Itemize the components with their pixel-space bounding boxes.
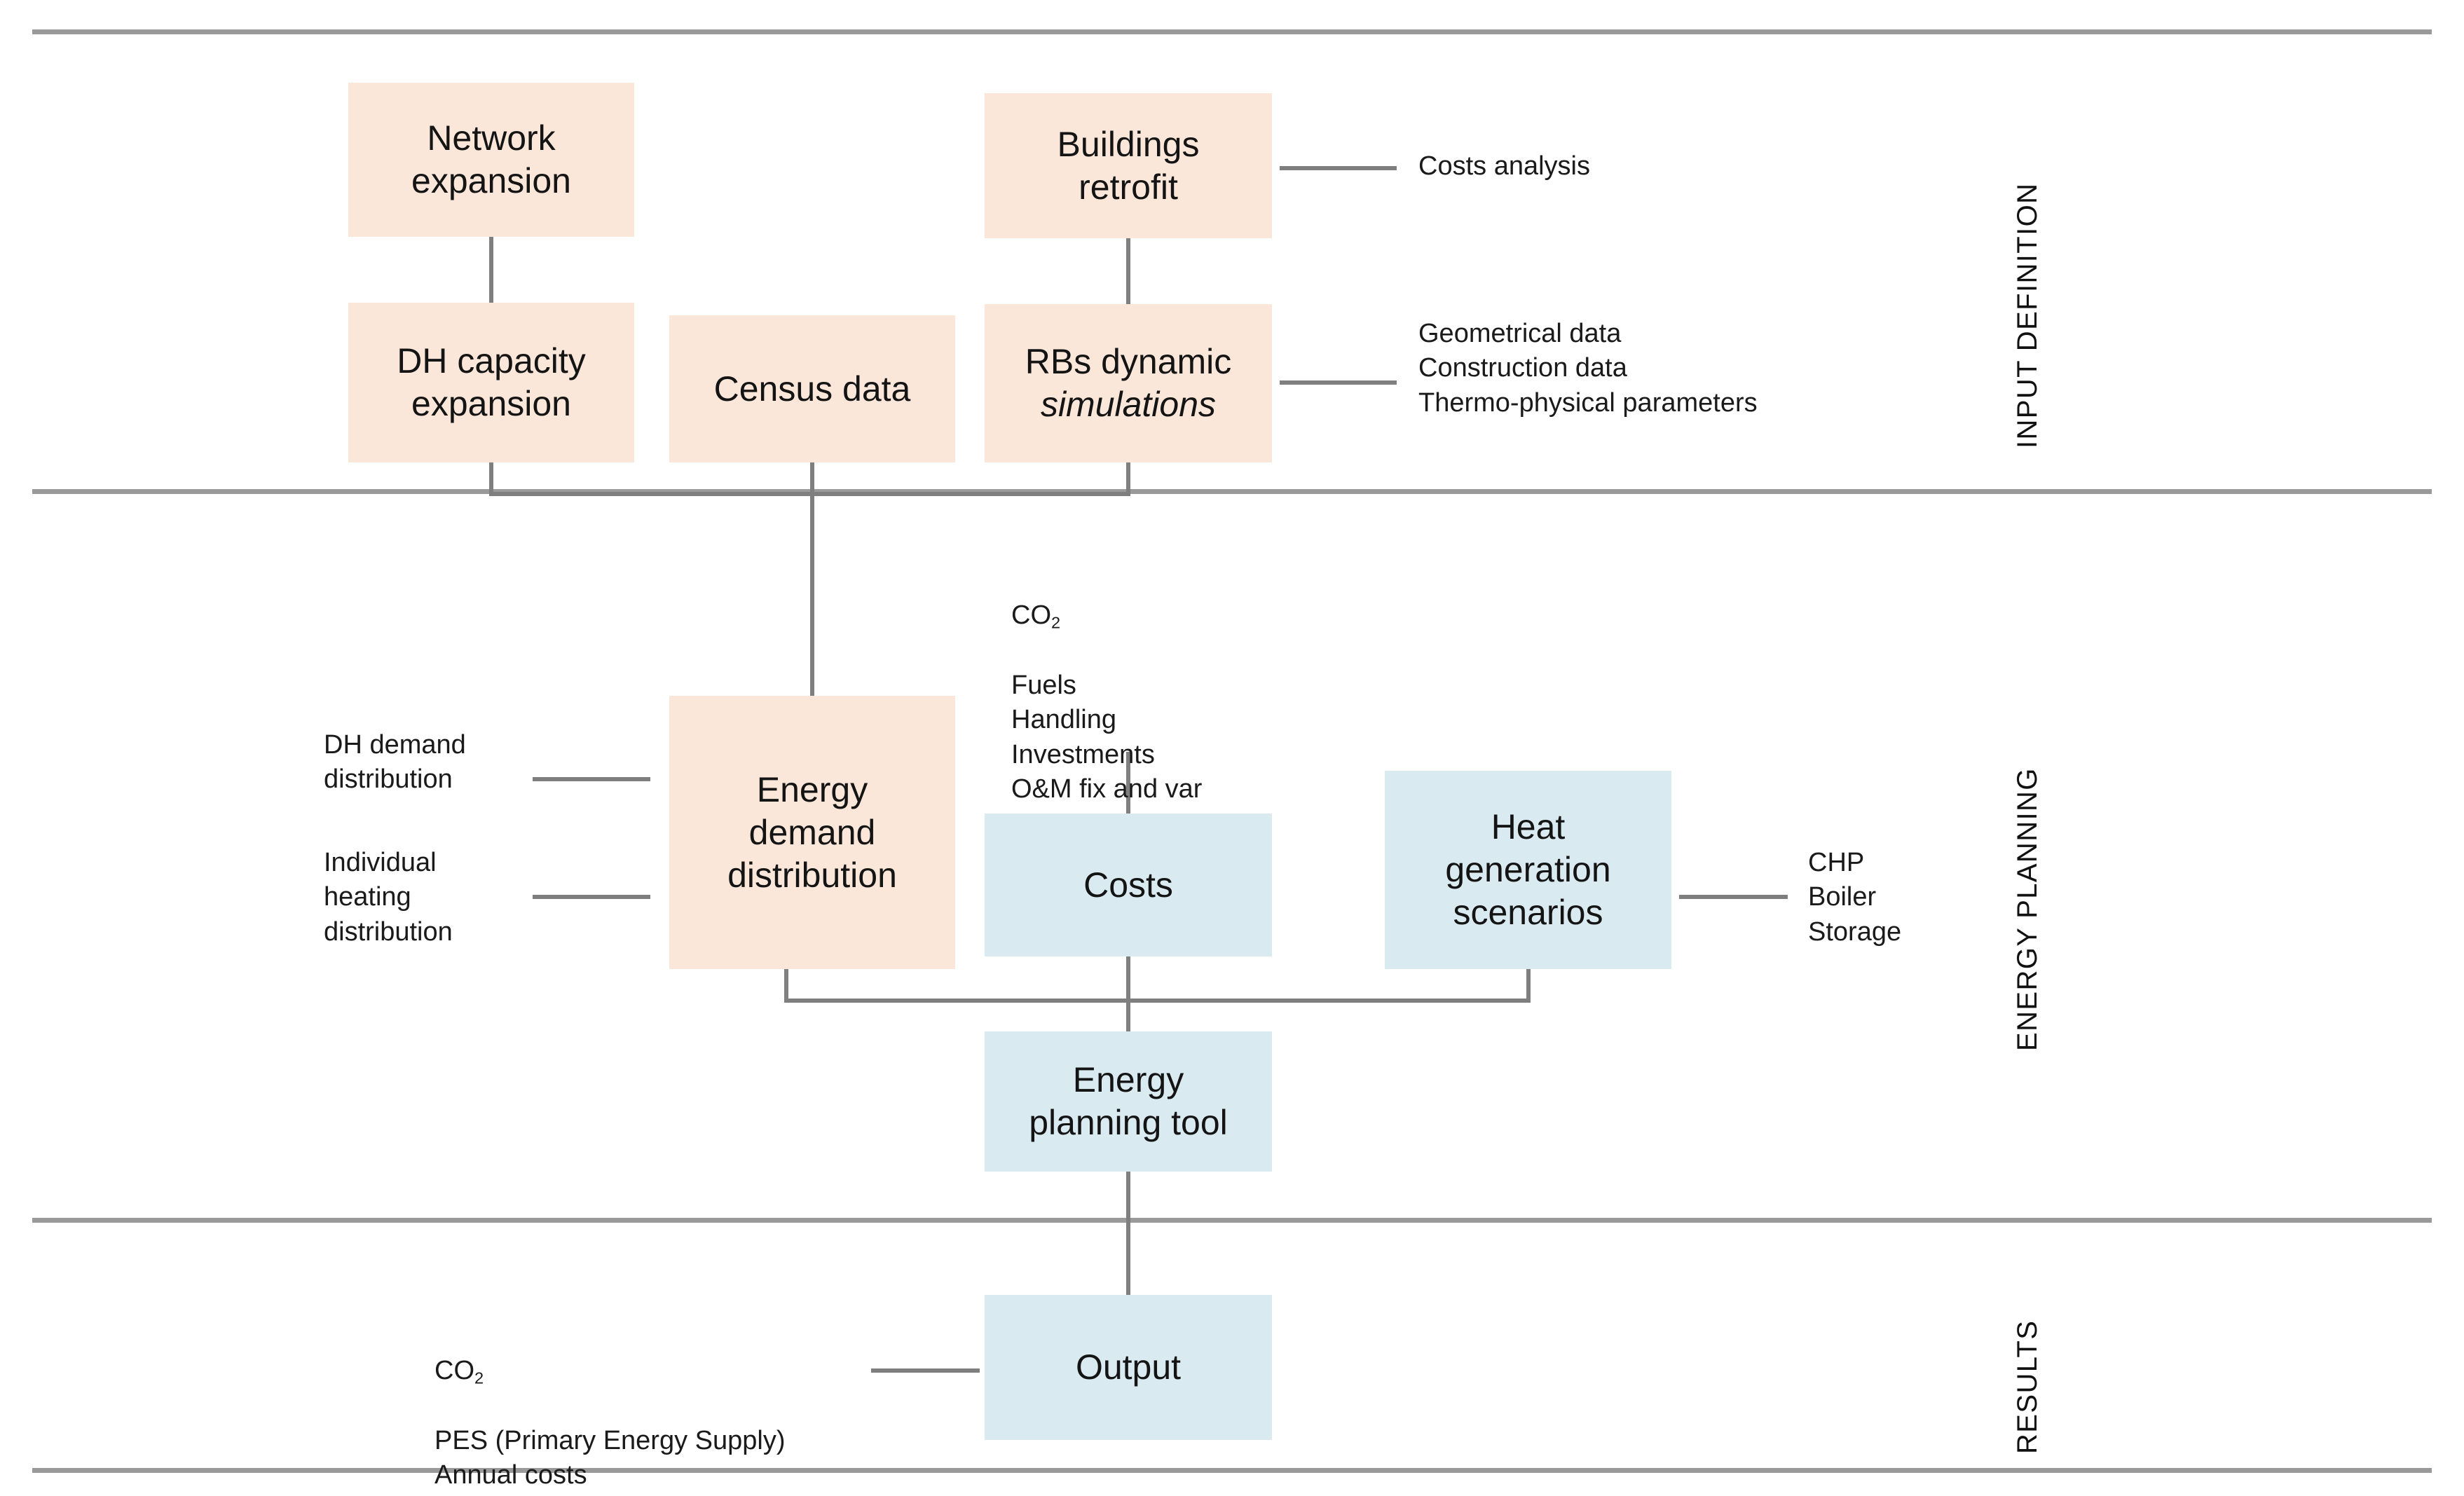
node-dh-capacity-expansion-label: DH capacity expansion: [397, 341, 586, 423]
annotation-output-metrics: CO2 PES (Primary Energy Supply) Annual c…: [434, 1319, 786, 1493]
leader-output-metrics: [871, 1368, 980, 1373]
node-costs-label: Costs: [1083, 865, 1173, 905]
leader-dh-demand: [533, 777, 650, 781]
connector-bus-to-tool: [1126, 999, 1130, 1034]
annotation-cost-components: CO2 Fuels Handling Investments O&M fix a…: [1011, 564, 1202, 807]
node-energy-planning-tool-label: Energy planning tool: [1029, 1060, 1228, 1142]
annotation-individual-heating-distribution: Individual heating distribution: [324, 848, 453, 947]
output-metrics-co2: CO2: [434, 1356, 484, 1387]
section-label-input-definition: INPUT DEFINITION: [2012, 182, 2043, 448]
node-census-data[interactable]: Census data: [669, 315, 955, 462]
connector-costs-down: [1126, 956, 1130, 1000]
connector-costlist-to-costs: [1126, 752, 1130, 816]
annotation-dh-demand-distribution: DH demand distribution: [324, 730, 466, 795]
cost-components-rest: Fuels Handling Investments O&M fix and v…: [1011, 671, 1203, 804]
node-dh-capacity-expansion[interactable]: DH capacity expansion: [348, 303, 634, 462]
cost-components-co2: CO2: [1011, 601, 1061, 632]
section-label-results: RESULTS: [2012, 1319, 2043, 1454]
node-rbs-dynamic-simulations[interactable]: RBs dynamic simulations: [985, 304, 1272, 462]
node-rbs-dynamic-line1: RBs dynamic: [1025, 342, 1232, 381]
annotation-costs-analysis: Costs analysis: [1418, 151, 1590, 181]
connector-retrofit-to-rbs: [1126, 238, 1130, 304]
leader-rbs-inputs: [1280, 380, 1397, 385]
node-network-expansion-label: Network expansion: [411, 118, 571, 200]
node-buildings-retrofit-label: Buildings retrofit: [1057, 124, 1200, 207]
leader-heat-tech: [1679, 895, 1788, 899]
connector-dh-down: [489, 462, 493, 496]
node-buildings-retrofit[interactable]: Buildings retrofit: [985, 93, 1272, 238]
connector-input-bus: [489, 492, 1130, 496]
connector-planning-bus: [784, 999, 1531, 1003]
node-network-expansion[interactable]: Network expansion: [348, 83, 634, 237]
connector-rbs-down: [1126, 462, 1130, 496]
node-census-data-label: Census data: [713, 369, 911, 409]
node-costs[interactable]: Costs: [985, 814, 1272, 956]
divider-input-energy: [32, 489, 2432, 494]
connector-heatgen-down: [1526, 969, 1531, 1003]
node-output-label: Output: [1075, 1347, 1182, 1387]
connector-census-to-demand: [810, 462, 814, 699]
annotation-rbs-inputs: Geometrical data Construction data Therm…: [1418, 319, 1758, 418]
output-metrics-rest: PES (Primary Energy Supply) Annual costs: [434, 1426, 786, 1490]
node-energy-demand-distribution-label: Energy demand distribution: [727, 769, 897, 895]
node-energy-planning-tool[interactable]: Energy planning tool: [985, 1031, 1272, 1172]
divider-energy-results: [32, 1218, 2432, 1223]
divider-top: [32, 29, 2432, 34]
leader-costs-analysis: [1280, 166, 1397, 170]
annotation-heat-technologies: CHP Boiler Storage: [1808, 848, 1902, 947]
node-heat-generation-scenarios[interactable]: Heat generation scenarios: [1385, 771, 1671, 969]
leader-individual-heating: [533, 895, 650, 899]
node-energy-demand-distribution[interactable]: Energy demand distribution: [669, 696, 955, 969]
connector-network-to-dh: [489, 237, 493, 304]
section-label-energy-planning: ENERGY PLANNING: [2012, 767, 2043, 1051]
connector-demand-down: [784, 969, 788, 1003]
connector-tool-to-output: [1126, 1172, 1130, 1296]
divider-bottom: [32, 1468, 2432, 1473]
node-heat-generation-scenarios-label: Heat generation scenarios: [1445, 807, 1611, 932]
node-output[interactable]: Output: [985, 1295, 1272, 1440]
node-rbs-dynamic-line2: simulations: [1040, 385, 1217, 424]
